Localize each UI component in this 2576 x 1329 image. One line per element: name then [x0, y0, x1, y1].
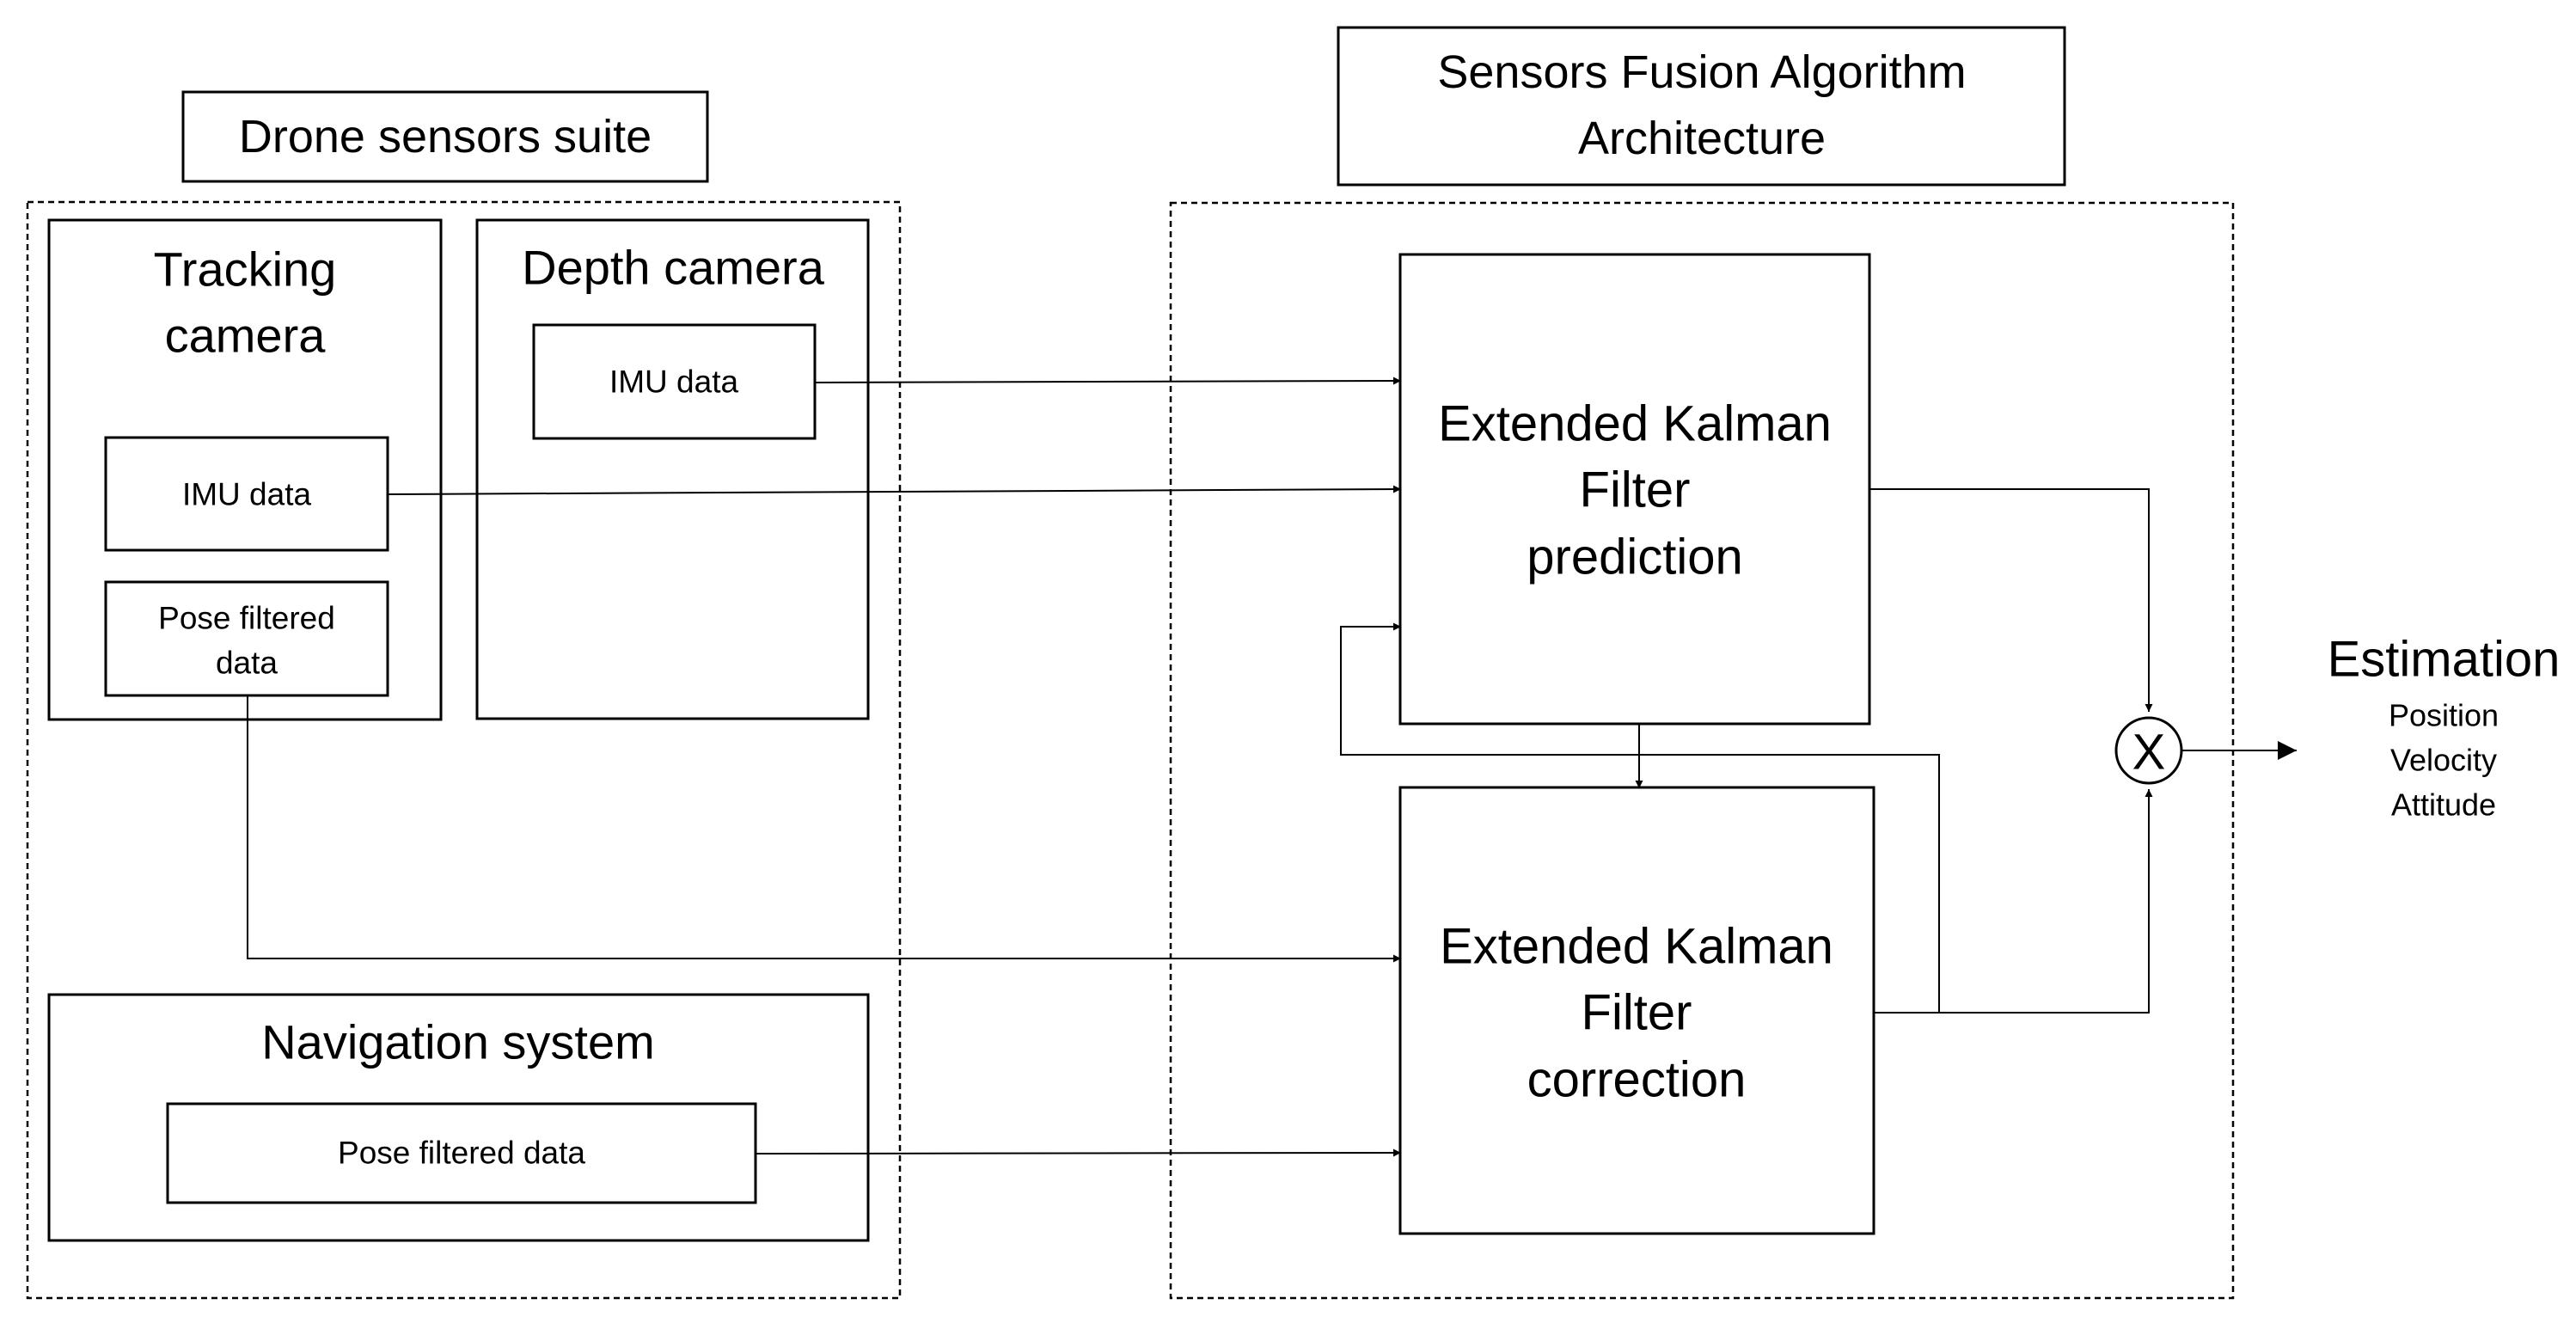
drone-sensors-suite-label: Drone sensors suite: [181, 90, 709, 183]
fusion-title-line2: Architecture: [1578, 113, 1826, 164]
depth-camera-block: Depth camera IMU data: [475, 218, 870, 720]
navigation-pose-to-correction-arrow: [755, 1148, 1402, 1157]
multiplier-symbol: X: [2132, 725, 2166, 781]
prediction-to-multiplier-arrow: [1869, 488, 2153, 712]
tracking-pose-data-line2: data: [216, 646, 278, 681]
depth-camera-title: Depth camera: [522, 241, 825, 295]
depth-imu-data-label: IMU data: [609, 364, 739, 400]
tracking-pose-data-box: Pose filtered data: [104, 580, 389, 697]
drone-sensors-suite-container: [26, 200, 902, 1300]
ekf-prediction-line3: prediction: [1527, 530, 1742, 585]
drone-sensors-suite-text: Drone sensors suite: [239, 111, 652, 162]
ekf-correction-line2: Filter: [1582, 985, 1692, 1041]
tracking-pose-to-correction-arrow: [247, 695, 1401, 963]
ekf-correction-block: Extended Kalman Filter correction: [1398, 786, 1875, 1235]
ekf-prediction-block: Extended Kalman Filter prediction: [1398, 253, 1871, 726]
tracking-imu-data-box: IMU data: [104, 436, 389, 552]
estimation-output: Estimation Position Velocity Attitude: [2328, 632, 2561, 823]
fusion-title-line1: Sensors Fusion Algorithm: [1437, 46, 1966, 98]
sensors-fusion-architecture-label: Sensors Fusion Algorithm Architecture: [1337, 26, 2066, 187]
navigation-system-title: Navigation system: [261, 1015, 655, 1069]
depth-imu-data-box: IMU data: [532, 323, 817, 440]
estimation-attitude: Attitude: [2391, 787, 2496, 823]
tracking-camera-block: Tracking camera IMU data Pose filtered d…: [47, 218, 443, 721]
navigation-pose-data-box: Pose filtered data: [166, 1102, 757, 1204]
tracking-imu-to-prediction-arrow: [387, 485, 1402, 495]
estimation-title: Estimation: [2328, 632, 2561, 688]
tracking-imu-data-label: IMU data: [182, 477, 312, 512]
tracking-pose-data-line1: Pose filtered: [158, 601, 335, 636]
depth-imu-to-prediction-arrow: [814, 377, 1402, 385]
ekf-prediction-line1: Extended Kalman: [1438, 396, 1832, 452]
navigation-system-block: Navigation system Pose filtered data: [47, 993, 870, 1242]
ekf-correction-line3: correction: [1527, 1052, 1747, 1108]
estimation-velocity: Velocity: [2390, 743, 2497, 778]
ekf-correction-line1: Extended Kalman: [1440, 919, 1833, 975]
navigation-pose-data-label: Pose filtered data: [338, 1136, 585, 1171]
correction-to-multiplier-arrow: [1874, 789, 2153, 1014]
multiplier-node: X: [2114, 716, 2183, 785]
tracking-camera-title-line2: camera: [165, 309, 327, 363]
estimation-position: Position: [2389, 698, 2499, 733]
ekf-prediction-line2: Filter: [1580, 462, 1691, 518]
tracking-camera-title-line1: Tracking: [154, 242, 337, 297]
